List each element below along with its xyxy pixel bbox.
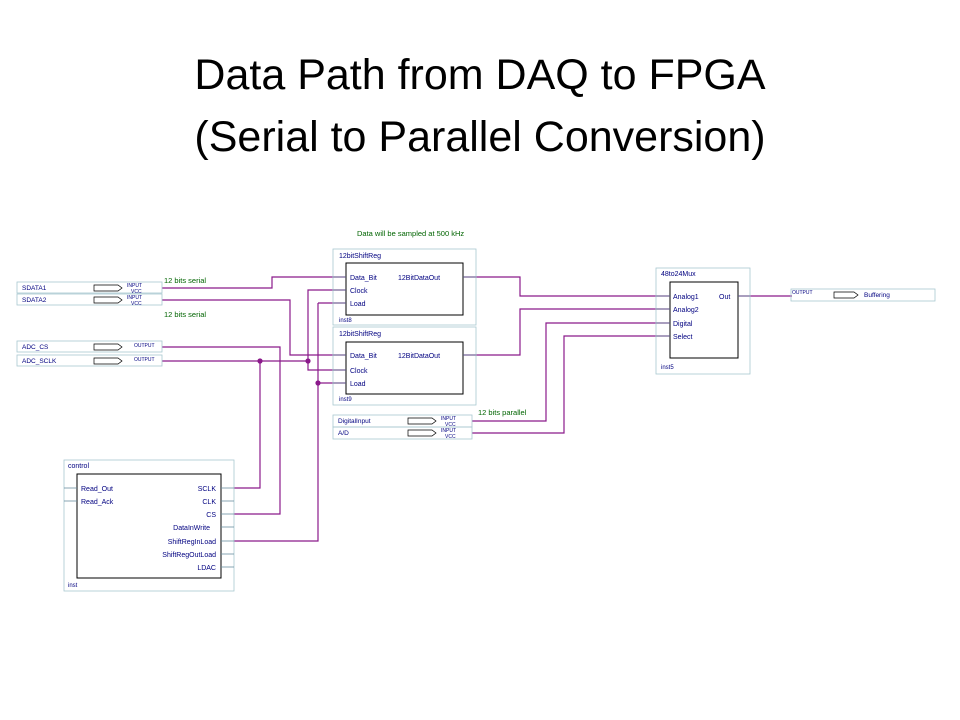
annotation-parallel: 12 bits parallel [478,408,527,417]
pin-tag: INPUT [127,283,142,289]
input-pin-digitalinput: DigitalInput INPUT VCC [332,414,473,428]
wire-out-bottom [463,308,670,356]
input-pin-label: SDATA2 [22,297,47,304]
pin-tag: INPUT [441,416,456,422]
port-label: ShiftRegInLoad [168,539,216,546]
port-label: Clock [350,288,368,295]
pin-vcc: VCC [131,301,142,307]
wire-sclk-down [234,361,261,489]
port-label: Select [673,334,693,341]
inst-label: inst9 [339,397,352,403]
port-label: SCLK [198,486,217,493]
block-title: control [68,463,89,470]
shift-reg-top: 12bitShiftReg Data_Bit Clock Load 12BitD… [332,248,477,326]
port-label: LDAC [197,565,216,572]
wire-adc-sclk [162,360,346,371]
wire-digital [472,322,670,422]
junctions [257,358,321,386]
wire-shiftreginload [234,303,319,542]
pin-tag: OUTPUT [134,343,155,349]
slide-title-line1: Data Path from DAQ to FPGA [194,51,766,99]
port-label: Analog1 [673,294,699,301]
wire-out-top [463,276,670,297]
slide-title: Data Path from DAQ to FPGA (Serial to Pa… [0,44,960,168]
block-title: 12bitShiftReg [339,253,381,260]
pin-vcc: VCC [445,422,456,428]
port-label: DataInWrite [173,525,210,532]
pin-vcc: VCC [131,289,142,295]
pin-tag: OUTPUT [134,357,155,363]
annotations: Data will be sampled at 500 kHz 12 bits … [164,229,527,417]
port-label: CLK [202,499,216,506]
port-label: CS [206,512,216,519]
output-pin-label: ADC_CS [22,344,49,351]
wire-adc-cs [162,346,281,515]
port-label: Out [719,294,730,301]
inst-label: inst5 [661,365,674,371]
output-pin-adc-cs: ADC_CS OUTPUT [16,340,163,353]
port-label: 12BitDataOut [398,353,440,360]
input-pin-sdata1: SDATA1 INPUT VCC [16,281,163,295]
pin-tag: INPUT [441,428,456,434]
junction-clock [305,358,311,364]
control-block: control Read_Out Read_Ack SCLK CLK CS Da… [63,459,235,592]
port-label: Load [350,381,366,388]
port-label: ShiftRegOutLoad [162,552,216,559]
mux-block: 48to24Mux Analog1 Analog2 Digital Select… [655,267,751,375]
junction-load [315,380,321,386]
output-pin-adc-sclk: ADC_SCLK OUTPUT [16,354,163,367]
annotation-serial-bottom: 12 bits serial [164,310,206,319]
port-label: Load [350,301,366,308]
shift-reg-bottom: 12bitShiftReg Data_Bit Clock Load 12BitD… [332,326,477,406]
inst-label: inst8 [339,318,352,324]
block-title: 12bitShiftReg [339,331,381,338]
port-label: Analog2 [673,307,699,314]
port-label: Data_Bit [350,275,377,282]
pin-tag: INPUT [127,295,142,301]
wire-sdata1 [162,276,346,289]
output-pin-buffering: OUTPUT Buffering [790,288,936,302]
junction-sclk [257,358,263,364]
output-pin-label: Buffering [864,292,890,299]
port-label: 12BitDataOut [398,275,440,282]
pin-vcc: VCC [445,434,456,440]
annotation-sample-rate: Data will be sampled at 500 kHz [357,229,464,238]
port-label: Data_Bit [350,353,377,360]
inst-label: inst [68,583,78,589]
input-pin-sdata2: SDATA2 INPUT VCC [16,293,163,307]
pin-tag: OUTPUT [792,290,813,296]
slide-title-line2: (Serial to Parallel Conversion) [194,113,766,161]
port-label: Read_Ack [81,499,114,506]
wire-select [472,335,670,434]
wire-clock-top [307,289,346,361]
annotation-serial-top: 12 bits serial [164,276,206,285]
block-title: 48to24Mux [661,271,696,278]
input-pin-label: A/D [338,430,349,437]
input-pin-label: SDATA1 [22,285,47,292]
port-label: Digital [673,321,693,328]
input-pin-ad: A/D INPUT VCC [332,426,473,440]
input-pin-label: DigitalInput [338,418,371,425]
output-pin-label: ADC_SCLK [22,358,57,365]
port-label: Clock [350,368,368,375]
port-label: Read_Out [81,486,113,493]
